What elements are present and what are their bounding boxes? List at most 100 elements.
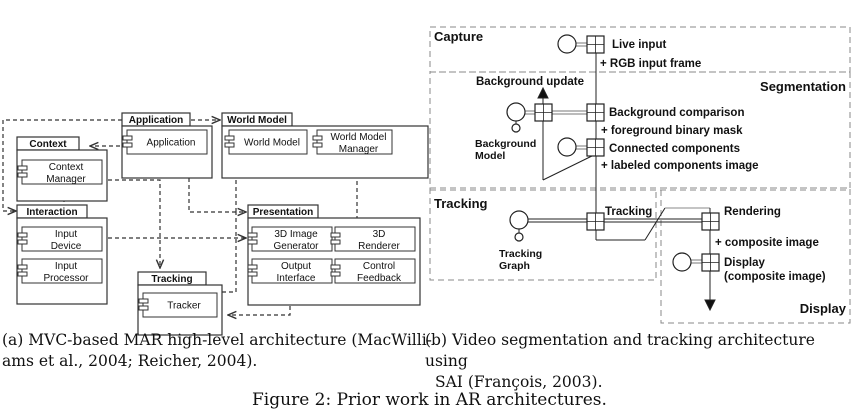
caption-a: (a) MVC-based MAR high-level architectur… — [2, 330, 432, 372]
component-icon — [138, 305, 149, 311]
package-title: World Model — [227, 115, 287, 126]
component-icon — [247, 271, 258, 277]
cell-label-rendering: Rendering — [724, 206, 781, 218]
arrow-tracking-to-worldmodel — [222, 212, 237, 293]
cell-label-bg-update: Background update — [476, 76, 584, 88]
caption-b-line1: (b) Video segmentation and tracking arch… — [425, 331, 815, 370]
component-icon — [330, 264, 341, 270]
right-labels: Capture Segmentation Tracking Display Li… — [434, 29, 847, 316]
component-icon — [224, 142, 235, 148]
svg-text:Input: Input — [55, 261, 77, 272]
svg-text:World Model: World Model — [244, 138, 300, 149]
component-icon — [330, 239, 341, 245]
component-world-model: World Model — [224, 129, 308, 155]
package-title: Tracking — [151, 274, 192, 285]
component-icon — [247, 232, 258, 238]
svg-text:Generator: Generator — [273, 241, 319, 252]
component-icon — [138, 298, 149, 304]
bg-model-label-2: Model — [475, 150, 505, 162]
tracking-graph-label-2: Graph — [499, 260, 530, 272]
svg-text:Control: Control — [363, 261, 395, 272]
component-icon — [247, 264, 258, 270]
cell-label-tracking: Tracking — [605, 206, 652, 218]
stream-label-rgb: + RGB input frame — [600, 58, 701, 70]
component-icon — [17, 239, 28, 245]
component-icon — [17, 271, 28, 277]
component-icon — [312, 142, 323, 148]
component-icon — [247, 239, 258, 245]
region-label-tracking: Tracking — [434, 196, 488, 211]
component-icon — [17, 172, 28, 178]
tracking-graph-label-1: Tracking — [499, 248, 542, 260]
arrow-app-to-interaction — [2, 119, 122, 211]
region-label-capture: Capture — [434, 29, 483, 44]
region-label-segmentation: Segmentation — [760, 79, 846, 94]
caption-b-line2: SAI (François, 2003). — [435, 373, 603, 391]
bg-model-label-1: Background — [475, 138, 536, 150]
component-icon — [122, 135, 133, 141]
package-title: Interaction — [26, 207, 77, 218]
component-icon — [17, 232, 28, 238]
svg-text:Manager: Manager — [339, 144, 379, 155]
svg-text:Input: Input — [55, 229, 77, 240]
right-diagram — [429, 26, 851, 324]
stream-label-composite: + composite image — [715, 237, 819, 249]
svg-text:Feedback: Feedback — [357, 273, 402, 284]
svg-text:Renderer: Renderer — [358, 241, 400, 252]
tracking-graph-circle — [509, 210, 529, 230]
arrow-context-to-tracking — [108, 179, 160, 268]
svg-text:Context: Context — [49, 162, 84, 173]
cell-crosshairs — [535, 36, 719, 271]
svg-text:Processor: Processor — [43, 273, 89, 284]
svg-text:Tracker: Tracker — [167, 301, 201, 312]
component-icon — [312, 135, 323, 141]
cell-label-connected: Connected components — [609, 143, 740, 155]
source-circle — [557, 34, 577, 54]
bg-model-circle — [511, 123, 521, 133]
source-circle — [506, 102, 526, 122]
component-tracker: Tracker — [138, 292, 218, 318]
region-tracking — [429, 187, 657, 281]
cell-label-display-1: Display — [724, 257, 766, 269]
region-display — [660, 187, 851, 324]
svg-text:Output: Output — [281, 261, 311, 272]
component-icon — [330, 232, 341, 238]
package-title: Presentation — [253, 207, 314, 218]
svg-text:Manager: Manager — [46, 174, 86, 185]
region-label-display: Display — [800, 301, 847, 316]
package-title: Application — [129, 115, 183, 126]
svg-text:World Model: World Model — [331, 132, 387, 143]
component-icon — [224, 135, 235, 141]
svg-text:Interface: Interface — [277, 273, 316, 284]
caption-a-line1: (a) MVC-based MAR high-level architectur… — [2, 331, 432, 349]
component-icon — [17, 165, 28, 171]
component-icon — [122, 142, 133, 148]
svg-text:3D Image: 3D Image — [274, 229, 318, 240]
stream-label-labeled: + labeled components image — [601, 160, 759, 172]
caption-a-line2: ams et al., 2004; Reicher, 2004). — [2, 352, 258, 370]
arrow-app-to-presentation — [188, 164, 246, 212]
cell-label-live-input: Live input — [612, 39, 666, 51]
figure-caption: Figure 2: Prior work in AR architectures… — [252, 390, 607, 410]
component-icon — [330, 271, 341, 277]
source-circle — [672, 252, 692, 272]
svg-text:3D: 3D — [373, 229, 386, 240]
cell-label-display-2: (composite image) — [724, 271, 826, 283]
cell-label-bg-comparison: Background comparison — [609, 107, 744, 119]
component-icon — [17, 264, 28, 270]
svg-text:Device: Device — [51, 241, 82, 252]
